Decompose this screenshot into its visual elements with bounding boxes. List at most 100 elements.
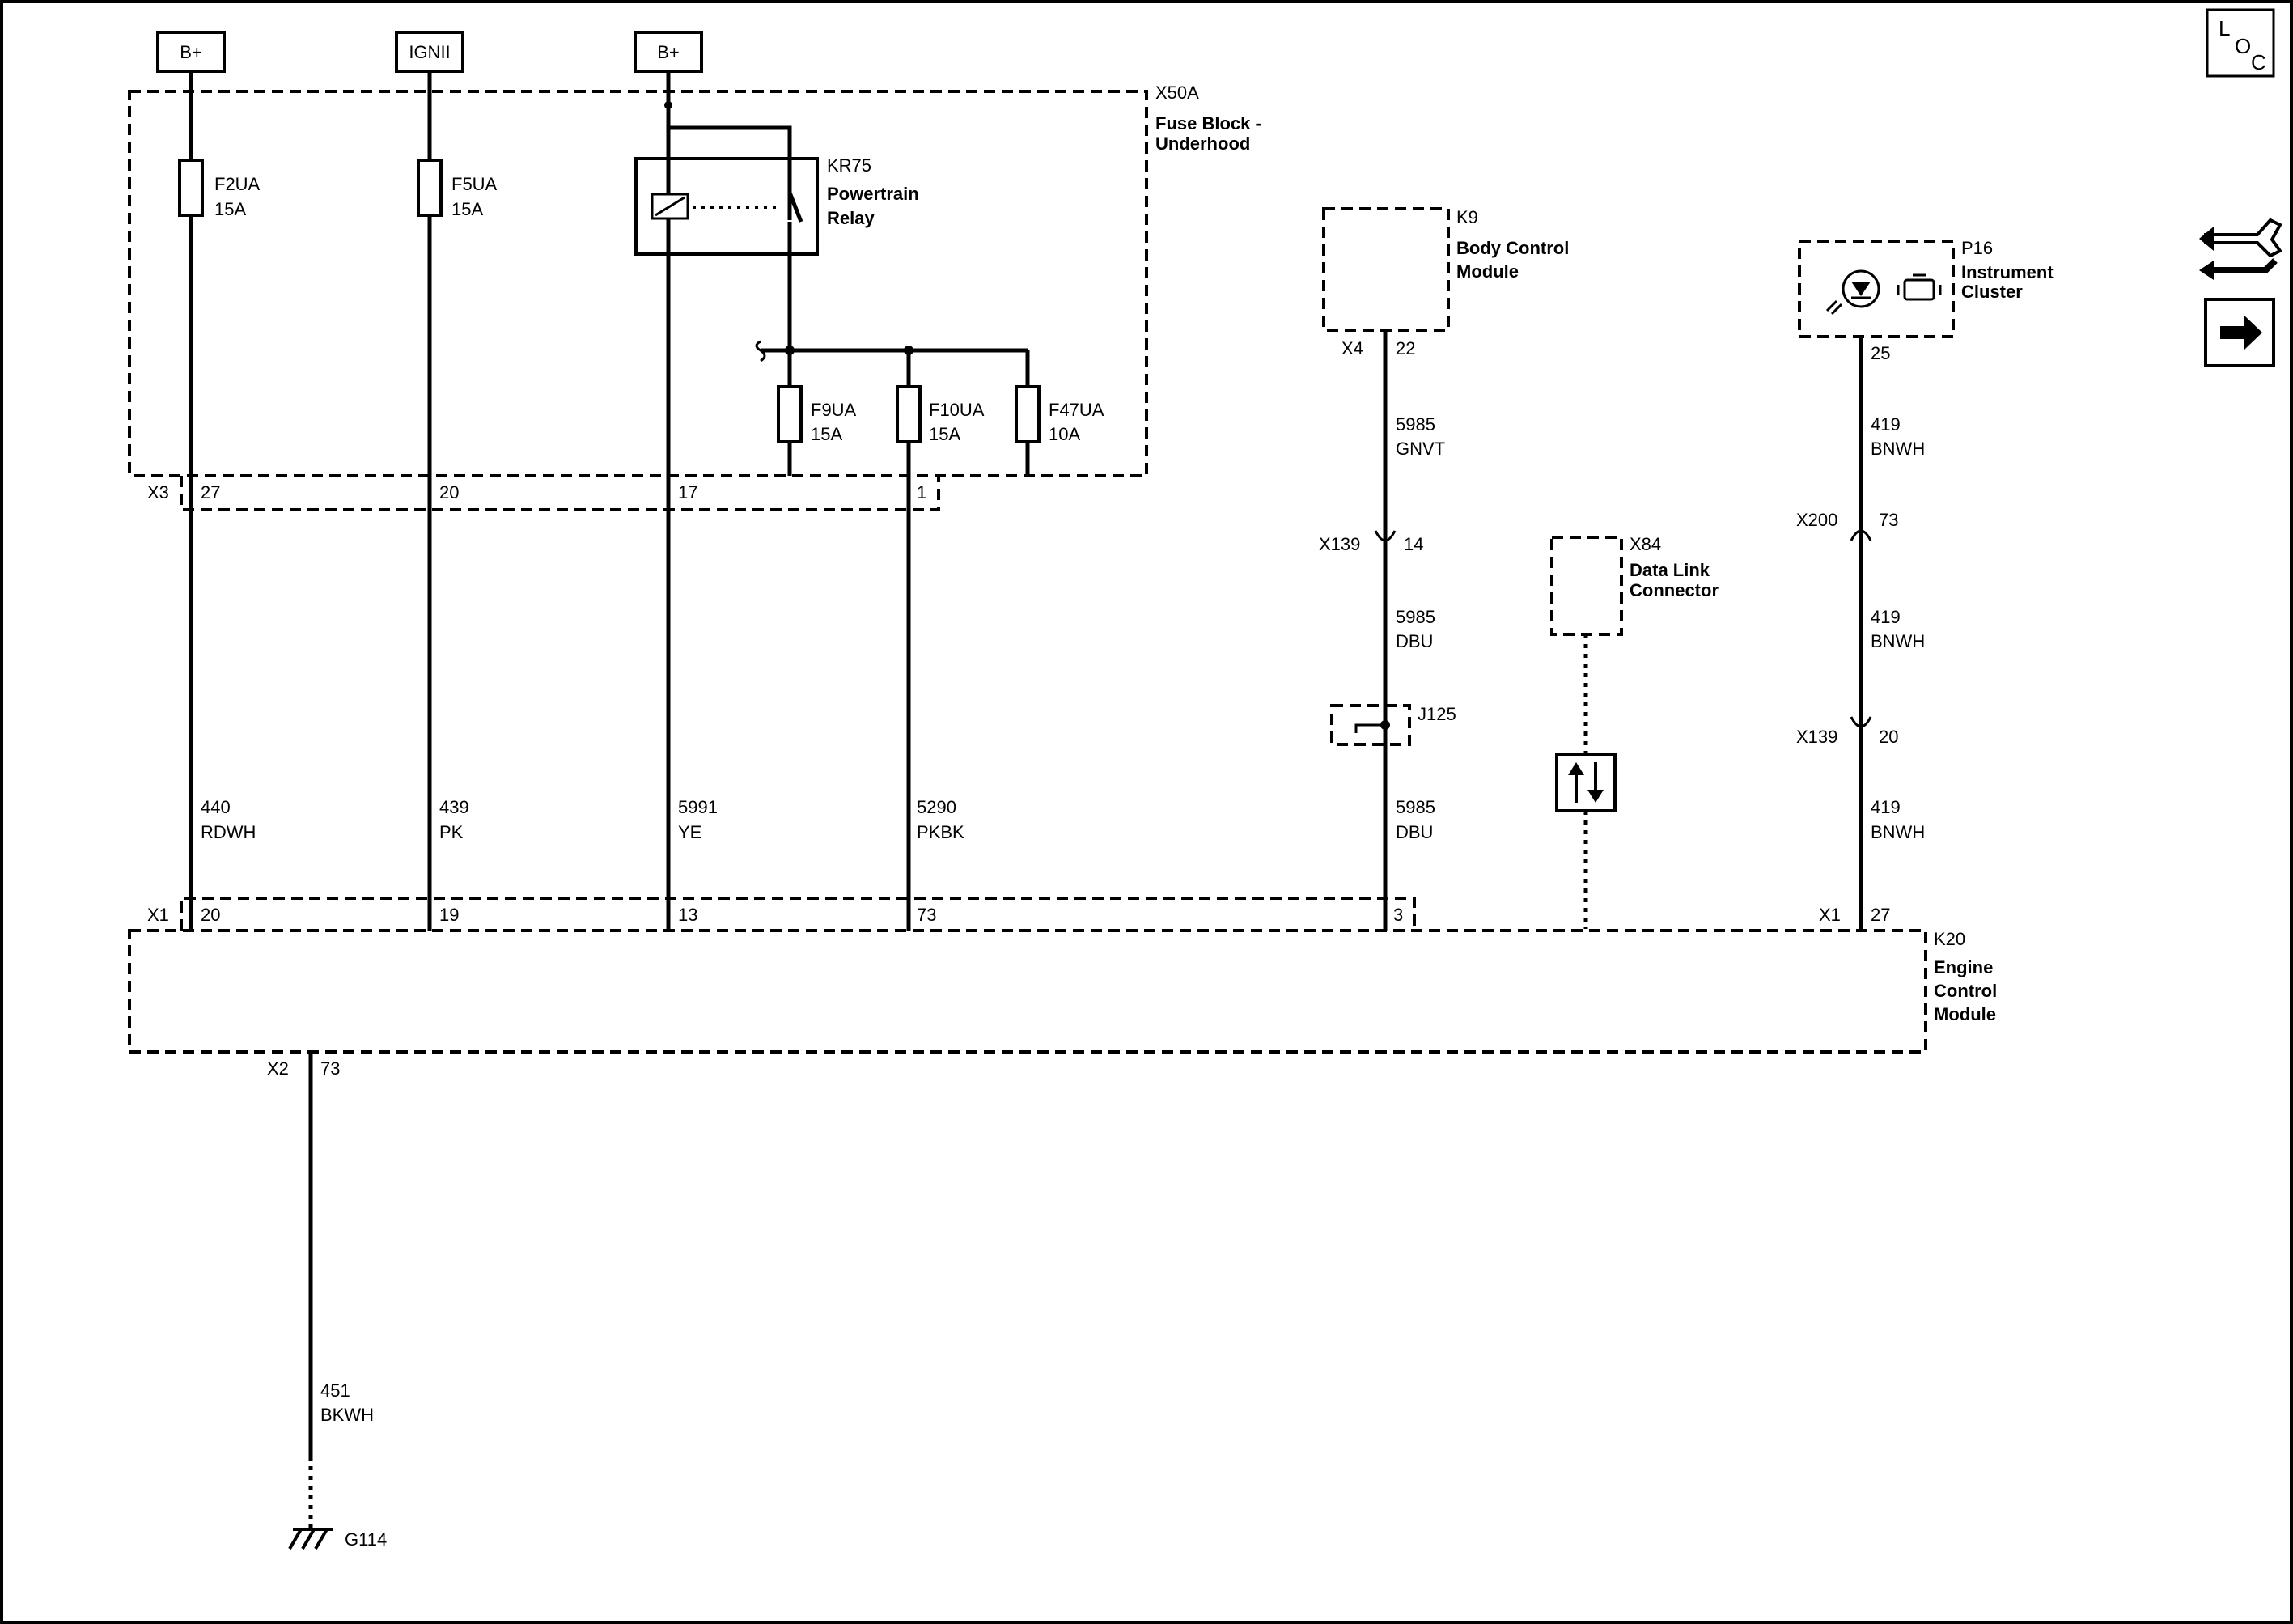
- fuse-f47ua-icon: [1015, 385, 1041, 443]
- bcm-id: K9: [1456, 207, 1478, 227]
- ecm-x2-connector: X2: [267, 1058, 289, 1079]
- x3-pin: 27: [201, 482, 220, 502]
- fuse-f9ua-icon: [777, 385, 803, 443]
- fuse-f5ua-icon: [417, 159, 443, 217]
- wire-circuit: 5290: [917, 797, 956, 817]
- ecm-x1-pin: 20: [201, 905, 220, 925]
- bcm-name: Module: [1456, 261, 1519, 282]
- check-engine-icon: [1897, 273, 1942, 301]
- loc-icon[interactable]: L O C: [2206, 8, 2275, 78]
- ecm-x1-connector: X1: [147, 905, 169, 925]
- fuse-rating: 15A: [214, 199, 246, 219]
- wire-circuit: 451: [320, 1380, 350, 1401]
- relay-name: Relay: [827, 208, 875, 228]
- power-source-b-plus-2: B+: [634, 31, 703, 73]
- wire-color: PKBK: [917, 822, 964, 842]
- wire-circuit: 419: [1871, 797, 1901, 817]
- inline-pin: 14: [1404, 534, 1423, 554]
- wire-color: BNWH: [1871, 439, 1925, 459]
- relay-name: Powertrain: [827, 184, 919, 204]
- fuse-f2ua-icon: [178, 159, 204, 217]
- fuse-block-name: Underhood: [1155, 134, 1250, 154]
- instrument-cluster: P16 Instrument Cluster 25 419 BNWH X200 …: [1796, 238, 2054, 931]
- inline-connector: X139: [1319, 534, 1360, 554]
- x3-connector-outline: [180, 476, 940, 511]
- fuse-name: F9UA: [811, 400, 857, 420]
- circuit-439: F5UA 15A 439 PK: [417, 71, 498, 931]
- body-control-module: K9 Body Control Module X4 22 5985 GNVT X…: [1319, 207, 1569, 931]
- fuse-name: F2UA: [214, 174, 261, 194]
- loc-letter: L: [2219, 16, 2230, 40]
- wire-color: BNWH: [1871, 822, 1925, 842]
- power-source-label: B+: [657, 42, 680, 62]
- fuse-block-id: X50A: [1155, 83, 1199, 103]
- wire-color: BNWH: [1871, 631, 1925, 651]
- power-source-label: B+: [180, 42, 202, 62]
- next-arrow-icon[interactable]: [2204, 298, 2275, 367]
- ecm-name: Module: [1934, 1004, 1996, 1024]
- component-connector-icon[interactable]: [2199, 218, 2282, 280]
- splice-id: J125: [1418, 704, 1456, 724]
- ecm-x1-connector-outline: [180, 897, 1416, 931]
- wire-circuit: 439: [439, 797, 469, 817]
- ground-id: G114: [345, 1529, 387, 1550]
- x3-pin: 17: [678, 482, 697, 502]
- inline-pin: 20: [1879, 727, 1898, 747]
- engine-control-module: K20 Engine Control Module X2 73: [128, 929, 1997, 1079]
- fuse-rating: 15A: [451, 199, 483, 219]
- inline-connector-icon: [1850, 716, 1872, 728]
- ground-circuit-451: 451 BKWH G114: [288, 1052, 387, 1550]
- power-source-b-plus-1: B+: [156, 31, 226, 73]
- ecm-x1-pin: 3: [1393, 905, 1403, 925]
- wire-color: YE: [678, 822, 701, 842]
- wire-color: PK: [439, 822, 464, 842]
- ground-icon: [288, 1528, 333, 1550]
- wire-color: DBU: [1396, 631, 1433, 651]
- relay-kr75: KR75 Powertrain Relay: [634, 155, 919, 256]
- wire-circuit: 5991: [678, 797, 718, 817]
- wire-circuit: 5985: [1396, 414, 1435, 435]
- wire-color: DBU: [1396, 822, 1433, 842]
- ecm-name: Control: [1934, 981, 1997, 1001]
- serial-data-icon: [1555, 753, 1617, 812]
- dlc-name: Connector: [1630, 580, 1719, 600]
- fuse-name: F5UA: [451, 174, 498, 194]
- x3-pin: 20: [439, 482, 459, 502]
- fuse-rating: 10A: [1049, 424, 1080, 444]
- wire-circuit: 440: [201, 797, 231, 817]
- relay-switch-icon: [787, 192, 803, 223]
- ecm-x2-pin: 73: [320, 1058, 340, 1079]
- loc-letter: C: [2251, 50, 2266, 74]
- circuit-440: F2UA 15A 440 RDWH: [178, 71, 261, 931]
- power-source-label: IGNII: [409, 42, 450, 62]
- inline-connector: X200: [1796, 510, 1837, 530]
- ecm-x1-pin: 19: [439, 905, 459, 925]
- wire-circuit: 419: [1871, 414, 1901, 435]
- ecm-id: K20: [1934, 929, 1965, 949]
- inline-pin: 73: [1879, 510, 1898, 530]
- wire-circuit: 419: [1871, 607, 1901, 627]
- fuse-name: F10UA: [929, 400, 985, 420]
- indicator-lamp-icon: [1825, 269, 1880, 316]
- fuse-f10ua-icon: [896, 385, 922, 443]
- fuse-block-name: Fuse Block -: [1155, 113, 1261, 134]
- relay-output-bus: F9UA 15A F10UA 15A F47UA 10A 5290 PKBK: [755, 222, 1104, 931]
- dlc-id: X84: [1630, 534, 1661, 554]
- power-source-ignii: IGNII: [395, 31, 464, 73]
- inline-connector: X139: [1796, 727, 1837, 747]
- wire-circuit: 5985: [1396, 797, 1435, 817]
- fuse-rating: 15A: [929, 424, 960, 444]
- fuse-block-outline: [128, 90, 1148, 477]
- ecm-x1b-connector: X1: [1819, 905, 1841, 925]
- cluster-pin: 25: [1871, 343, 1890, 363]
- cluster-name: Instrument: [1961, 262, 2054, 282]
- loc-letter: O: [2235, 34, 2251, 58]
- fuse-rating: 15A: [811, 424, 842, 444]
- inline-connector-icon: [1374, 530, 1397, 542]
- ecm-x1b-pin: 27: [1871, 905, 1890, 925]
- wire-color: BKWH: [320, 1405, 374, 1425]
- relay-id: KR75: [827, 155, 871, 176]
- bcm-name: Body Control: [1456, 238, 1569, 258]
- x3-connector-label: X3: [147, 482, 169, 502]
